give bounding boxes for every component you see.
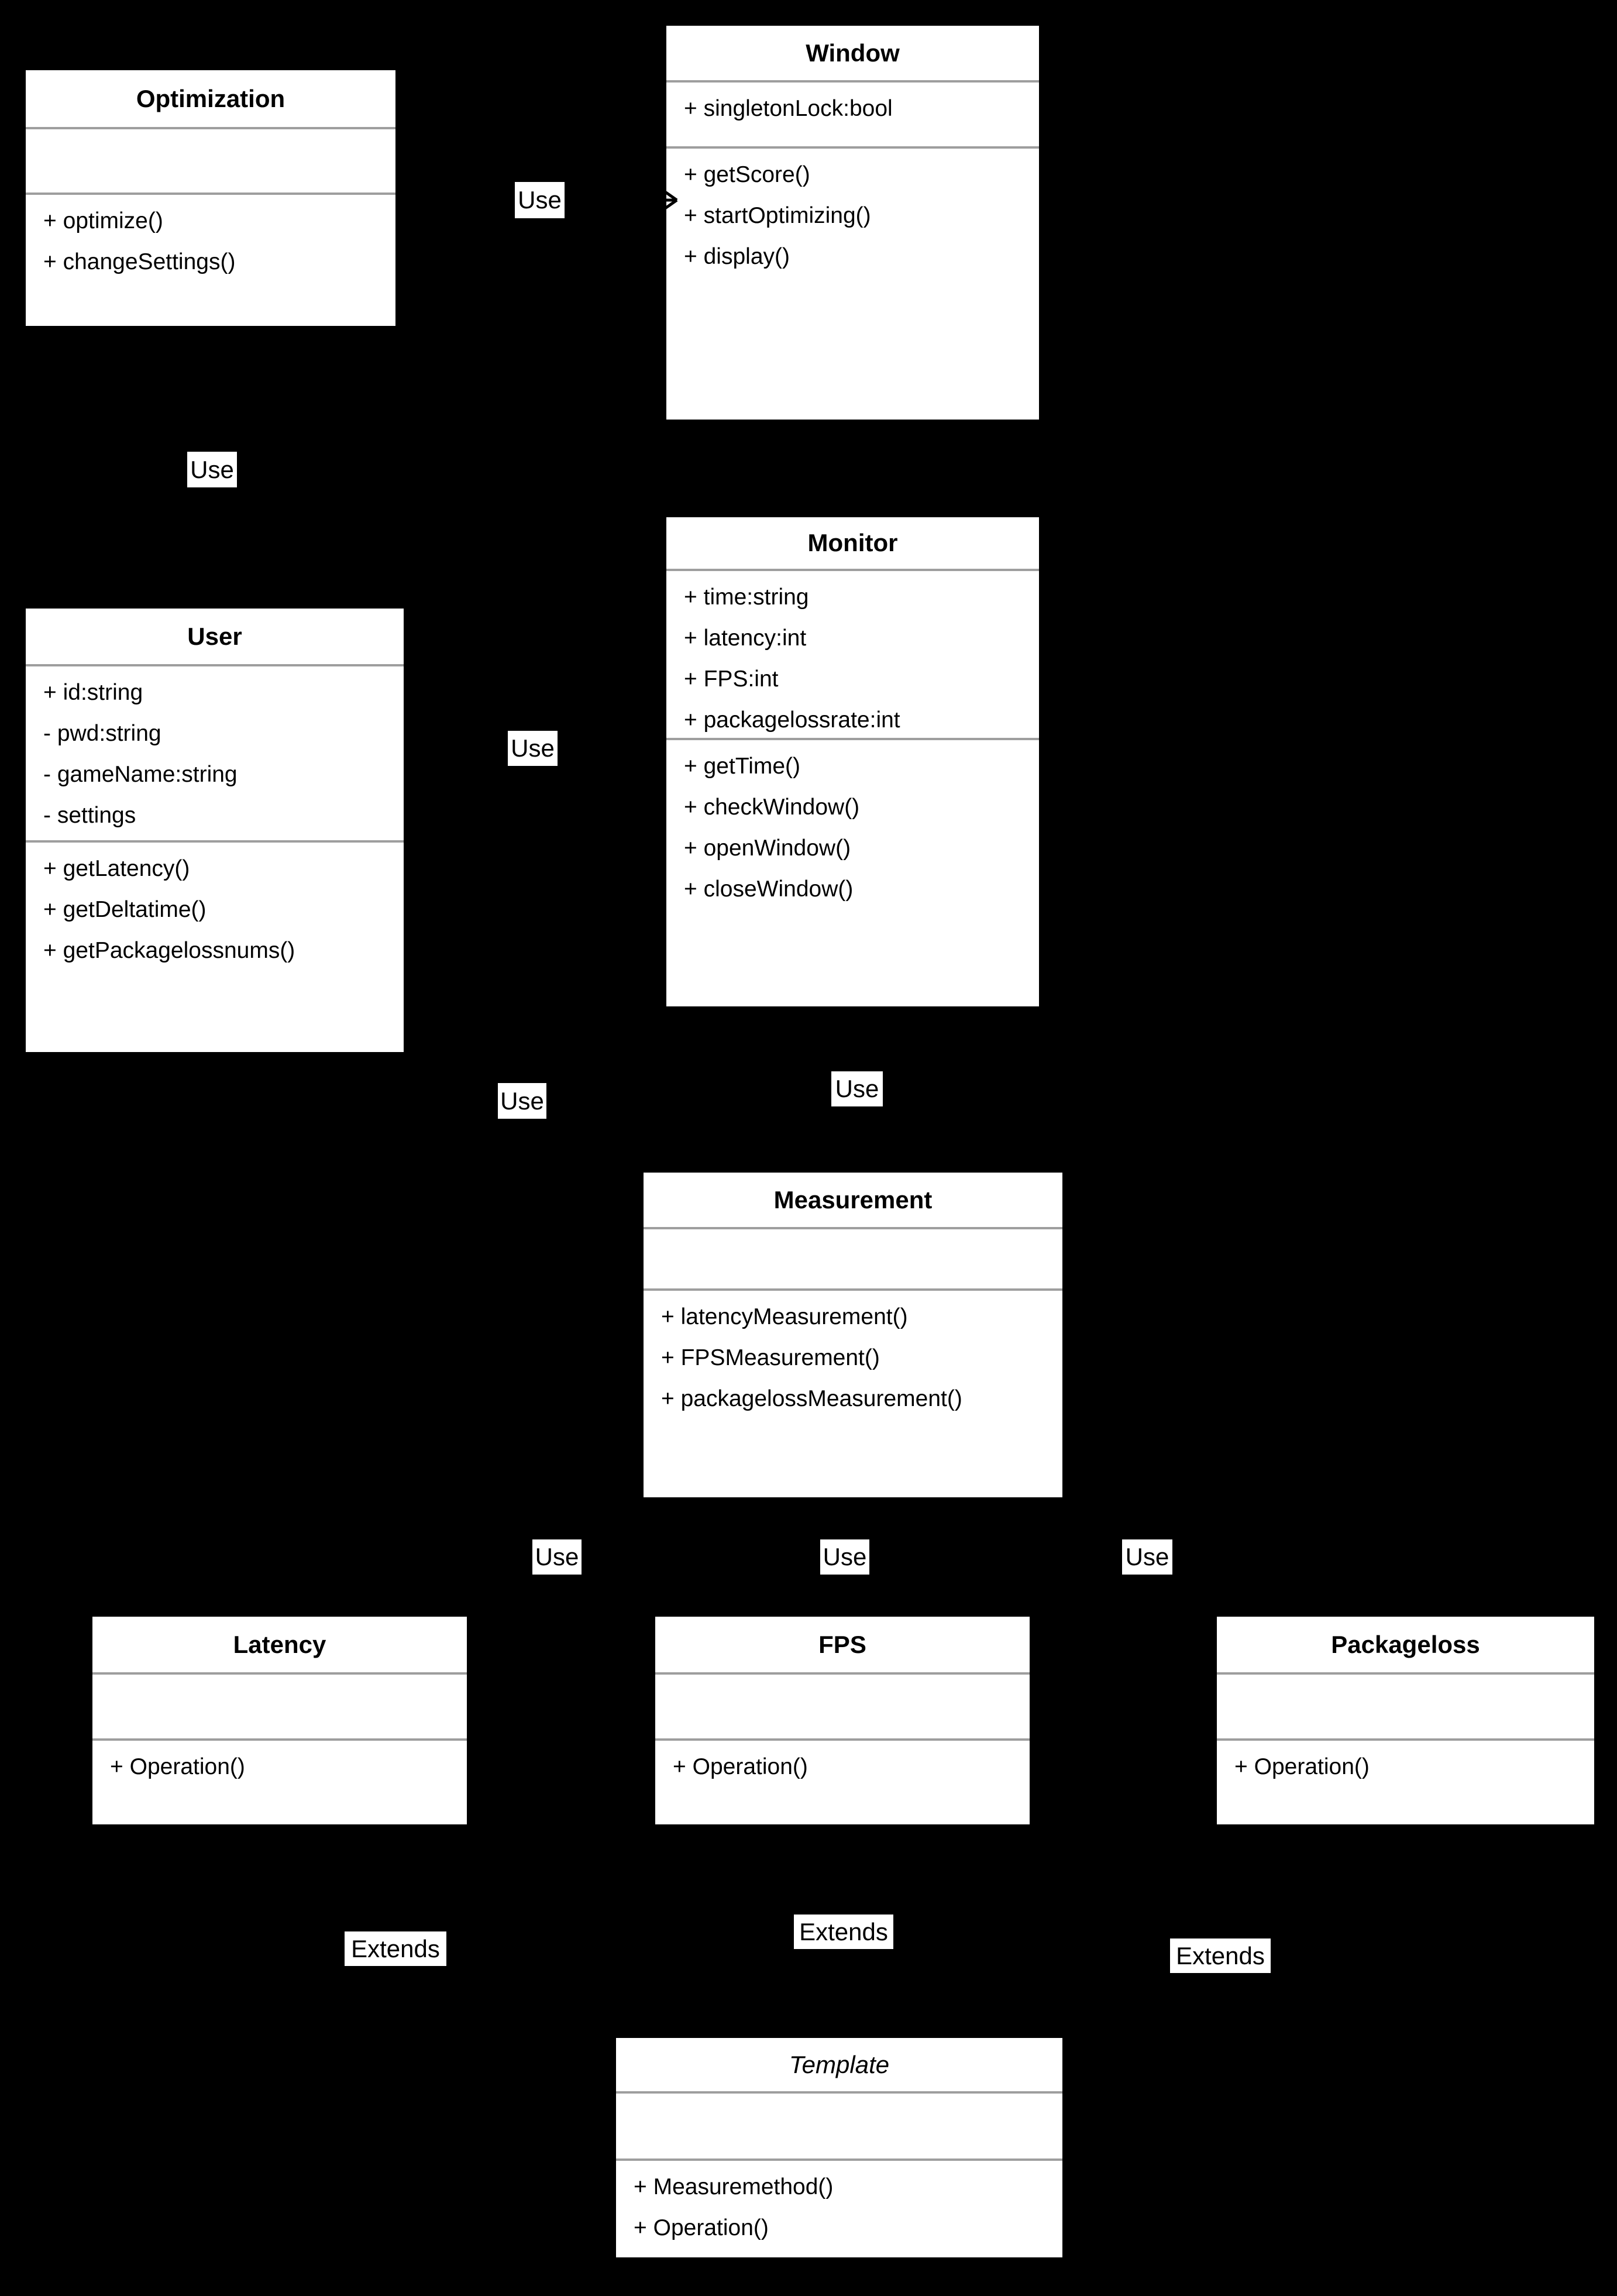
attribute: - pwd:string (43, 721, 161, 746)
method: + optimize() (43, 208, 163, 233)
class-title: Packageloss (1331, 1630, 1480, 1658)
attributes-compartment (1217, 1672, 1594, 1738)
method: + display() (684, 244, 790, 269)
method: + changeSettings() (43, 249, 236, 274)
attributes-compartment (644, 1227, 1062, 1288)
dependency-arrowhead-icon (629, 175, 678, 225)
method: + getTime() (684, 754, 801, 779)
class-latency[interactable]: Latency + Operation() (92, 1617, 467, 1824)
method: + getLatency() (43, 856, 190, 881)
class-title: Window (806, 39, 900, 67)
method: + getPackagelossnums() (43, 938, 295, 963)
method: + checkWindow() (684, 795, 860, 820)
edge-label-use-measurement-packageloss[interactable]: Use (1122, 1539, 1172, 1575)
class-title: Measurement (773, 1185, 933, 1214)
edge-label-use-user-measurement[interactable]: Use (498, 1083, 546, 1119)
attribute: + time:string (684, 585, 809, 610)
methods-compartment: + getLatency() + getDeltatime() + getPac… (26, 840, 404, 1052)
attribute: + FPS:int (684, 666, 779, 692)
methods-compartment: + Operation() (92, 1738, 467, 1824)
method: + getScore() (684, 162, 810, 187)
attributes-compartment: + singletonLock:bool (666, 80, 1039, 146)
attributes-compartment (26, 127, 395, 193)
methods-compartment: + optimize() + changeSettings() (26, 193, 395, 326)
class-title: User (187, 622, 242, 650)
attribute: + latency:int (684, 625, 807, 651)
method: + packagelossMeasurement() (661, 1386, 962, 1411)
method: + FPSMeasurement() (661, 1345, 880, 1370)
class-optimization[interactable]: Optimization + optimize() + changeSettin… (26, 70, 395, 326)
attributes-compartment (655, 1672, 1030, 1738)
edge-label-use-user-monitor[interactable]: Use (508, 731, 558, 766)
attribute: + packagelossrate:int (684, 707, 900, 733)
attribute: + id:string (43, 680, 143, 705)
edge-label-use-measurement-fps[interactable]: Use (820, 1539, 869, 1575)
class-title: Latency (233, 1630, 326, 1658)
attribute: + singletonLock:bool (684, 96, 893, 121)
class-title: FPS (818, 1630, 866, 1658)
class-measurement[interactable]: Measurement + latencyMeasurement() + FPS… (644, 1173, 1062, 1497)
methods-compartment: + getTime() + checkWindow() + openWindow… (666, 738, 1039, 1006)
class-monitor[interactable]: Monitor + time:string + latency:int + FP… (666, 517, 1039, 1006)
edge-label-extends-latency-template[interactable]: Extends (345, 1931, 446, 1966)
method: + startOptimizing() (684, 203, 871, 228)
edge-label-extends-fps-template[interactable]: Extends (794, 1915, 893, 1949)
attribute: - gameName:string (43, 762, 238, 787)
edge-label-use-measurement-latency[interactable]: Use (532, 1539, 582, 1575)
class-title: Template (789, 2050, 890, 2078)
class-title: Monitor (807, 529, 898, 556)
method: + openWindow() (684, 836, 851, 861)
methods-compartment: + latencyMeasurement() + FPSMeasurement(… (644, 1288, 1062, 1497)
methods-compartment: + Measuremethod() + Operation() (616, 2158, 1062, 2257)
class-packageloss[interactable]: Packageloss + Operation() (1217, 1617, 1594, 1824)
attributes-compartment: + time:string + latency:int + FPS:int + … (666, 569, 1039, 738)
class-title: Optimization (136, 84, 285, 112)
method: + Measuremethod() (634, 2174, 834, 2199)
class-fps[interactable]: FPS + Operation() (655, 1617, 1030, 1824)
class-user[interactable]: User + id:string - pwd:string - gameName… (26, 609, 404, 1052)
method: + Operation() (1234, 1754, 1370, 1779)
method: + latencyMeasurement() (661, 1304, 908, 1329)
methods-compartment: + getScore() + startOptimizing() + displ… (666, 146, 1039, 420)
methods-compartment: + Operation() (655, 1738, 1030, 1824)
method: + Operation() (110, 1754, 245, 1779)
methods-compartment: + Operation() (1217, 1738, 1594, 1824)
attributes-compartment (92, 1672, 467, 1738)
attributes-compartment (616, 2091, 1062, 2158)
edge-label-extends-packageloss-template[interactable]: Extends (1170, 1938, 1271, 1973)
attributes-compartment: + id:string - pwd:string - gameName:stri… (26, 664, 404, 840)
edge-label-use-optimization-window[interactable]: Use (515, 182, 565, 218)
class-window[interactable]: Window + singletonLock:bool + getScore()… (666, 26, 1039, 420)
edge-label-use-monitor-measurement[interactable]: Use (831, 1071, 883, 1106)
method: + Operation() (634, 2215, 769, 2240)
method: + Operation() (673, 1754, 808, 1779)
edge-label-use-optimization-user[interactable]: Use (187, 452, 237, 487)
method: + getDeltatime() (43, 897, 207, 922)
class-template[interactable]: Template + Measuremethod() + Operation() (616, 2038, 1062, 2257)
attribute: - settings (43, 803, 136, 828)
method: + closeWindow() (684, 877, 854, 902)
